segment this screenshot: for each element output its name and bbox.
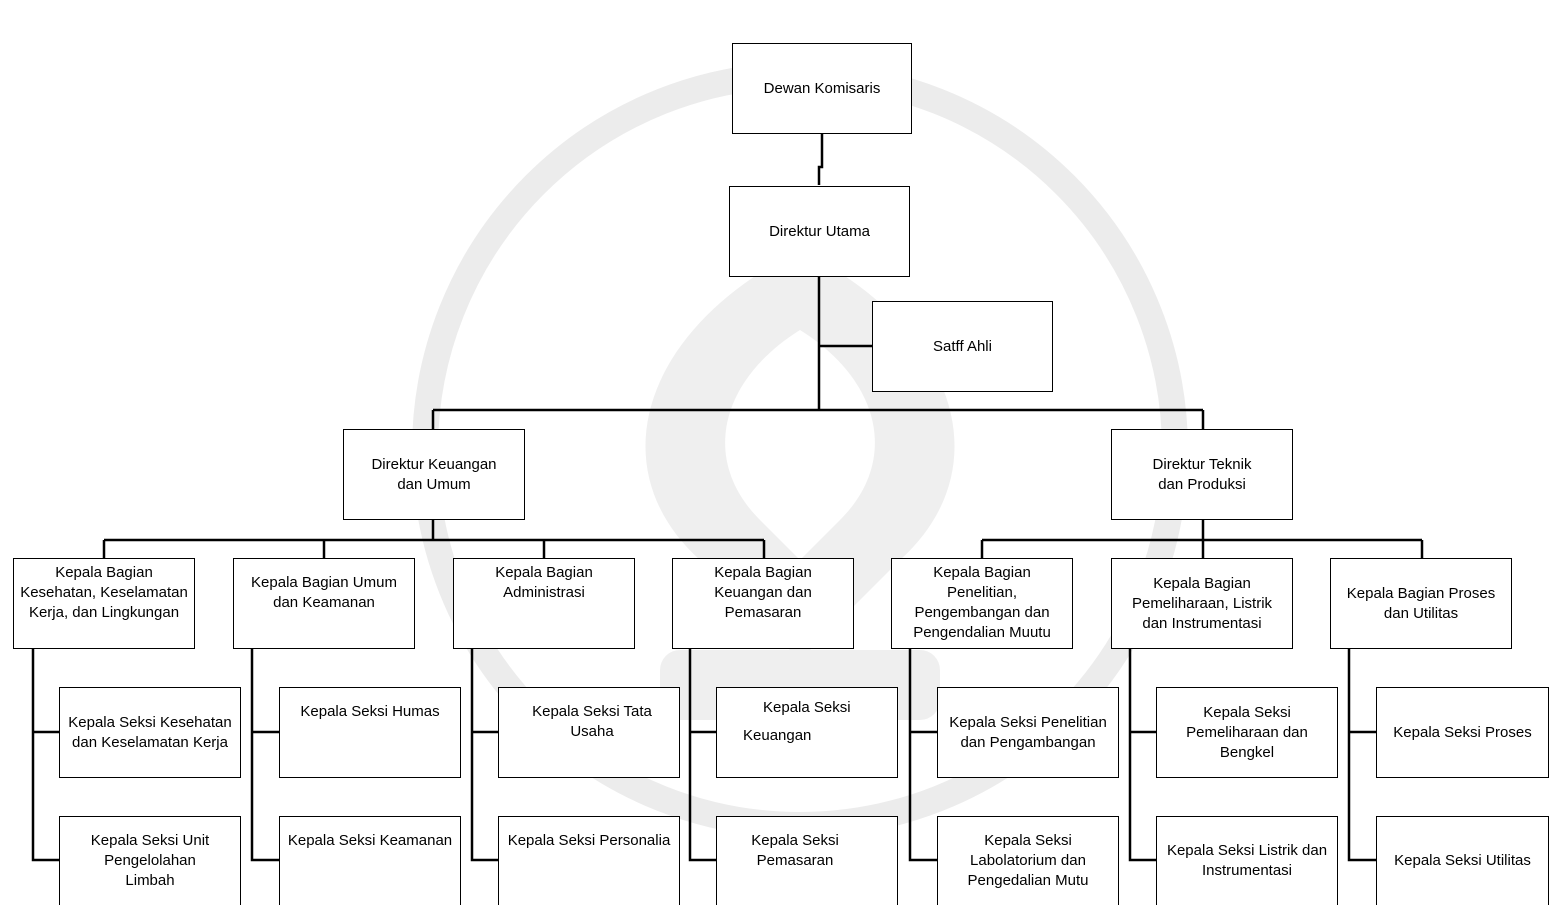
node-dewan-komisaris: Dewan Komisaris (732, 43, 912, 134)
node-kasi-personalia: Kepala Seksi Personalia (498, 816, 680, 905)
node-kabag-umum-keamanan: Kepala Bagian Umum dan Keamanan (233, 558, 415, 649)
node-kabag-administrasi: Kepala Bagian Administrasi (453, 558, 635, 649)
node-kasi-utilitas: Kepala Seksi Utilitas (1376, 816, 1549, 905)
node-kasi-keuangan: Kepala Seksi Keuangan (716, 687, 898, 778)
node-kasi-penelitian: Kepala Seksi Penelitian dan Pengambangan (937, 687, 1119, 778)
node-kasi-labolatorium: Kepala Seksi Labolatorium dan Pengedalia… (937, 816, 1119, 905)
node-kabag-proses-utilitas: Kepala Bagian Proses dan Utilitas (1330, 558, 1512, 649)
node-kasi-k3: Kepala Seksi Kesehatan dan Keselamatan K… (59, 687, 241, 778)
node-direktur-utama: Direktur Utama (729, 186, 910, 277)
node-kasi-keamanan: Kepala Seksi Keamanan (279, 816, 461, 905)
node-kasi-proses: Kepala Seksi Proses (1376, 687, 1549, 778)
node-kasi-pemeliharaan: Kepala Seksi Pemeliharaan dan Bengkel (1156, 687, 1338, 778)
node-kasi-listrik: Kepala Seksi Listrik dan Instrumentasi (1156, 816, 1338, 905)
node-kabag-penelitian: Kepala Bagian Penelitian, Pengembangan d… (891, 558, 1073, 649)
node-kasi-keuangan-line2: Keuangan (743, 727, 812, 744)
node-kabag-k3l: Kepala Bagian Kesehatan, Keselamatan Ker… (13, 558, 195, 649)
node-kasi-tata-usaha: Kepala Seksi Tata Usaha (498, 687, 680, 778)
node-kabag-pemeliharaan: Kepala Bagian Pemeliharaan, Listrik dan … (1111, 558, 1293, 649)
node-kasi-limbah: Kepala Seksi Unit Pengelolahan Limbah (59, 816, 241, 905)
node-staff-ahli: Satff Ahli (872, 301, 1053, 392)
node-direktur-teknik-produksi: Direktur Teknik dan Produksi (1111, 429, 1293, 520)
node-kasi-humas: Kepala Seksi Humas (279, 687, 461, 778)
node-kasi-pemasaran: Kepala Seksi Pemasaran (716, 816, 898, 905)
node-kabag-keuangan-pemasaran: Kepala Bagian Keuangan dan Pemasaran (672, 558, 854, 649)
node-direktur-keuangan-umum: Direktur Keuangan dan Umum (343, 429, 525, 520)
node-kasi-keuangan-line1: Kepala Seksi (763, 699, 851, 716)
